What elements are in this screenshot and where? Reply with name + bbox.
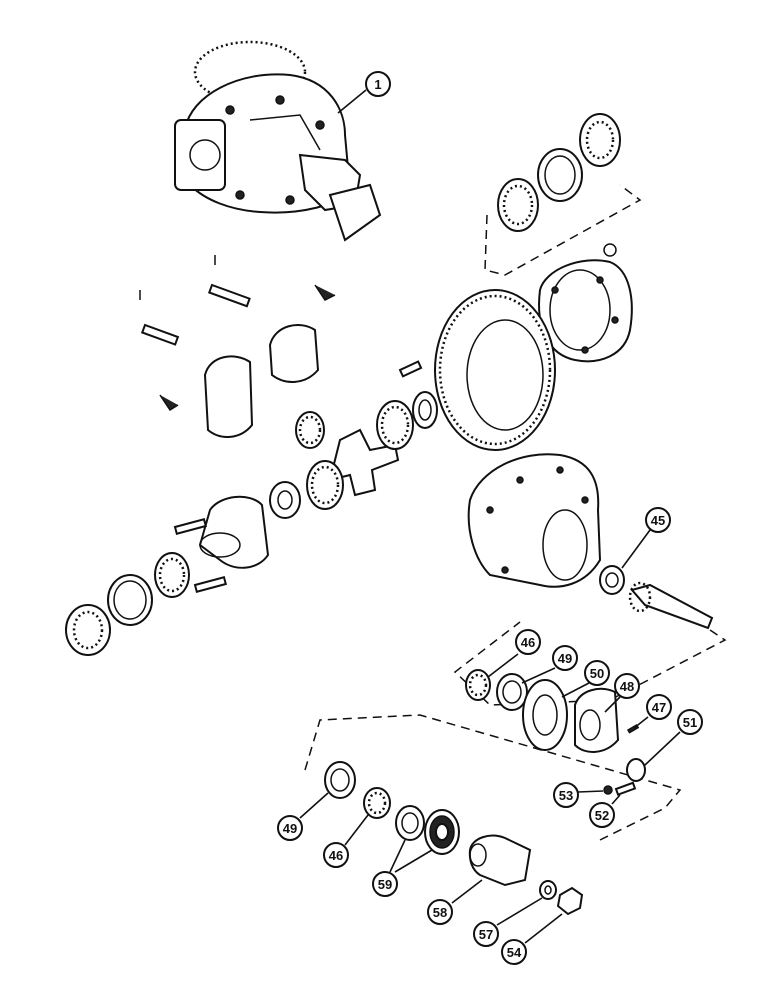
callout-51: 51 [644,709,703,766]
callout-46-lower-label: 46 [329,848,343,863]
callout-47-label: 47 [652,700,666,715]
pinion-group-outline [453,621,727,706]
callout-45-label: 45 [651,513,665,528]
callout-57-label: 57 [479,927,493,942]
callout-50-label: 50 [590,666,604,681]
callout-50: 50 [561,660,610,698]
callout-48: 48 [604,673,640,713]
callout-59-label: 59 [378,877,392,892]
callout-1: 1 [337,71,391,114]
callout-49-upper: 49 [521,645,578,684]
callout-48-label: 48 [620,679,634,694]
callout-53: 53 [553,782,604,808]
callout-59: 59 [372,839,433,897]
callout-52-label: 52 [595,808,609,823]
callout-1-label: 1 [374,77,381,92]
pinion-drawing [599,565,714,630]
callout-46-lower: 46 [323,814,369,868]
callout-58-label: 58 [433,905,447,920]
callout-46-upper: 46 [487,629,541,678]
callout-57: 57 [473,897,543,947]
flange-group-outline [304,714,682,841]
bearing-caps-and-bolts-drawing [139,255,423,438]
left-case-and-bearing-drawing [65,495,270,656]
callout-49-lower: 49 [277,792,329,841]
ring-gear-drawing [412,289,556,451]
callout-54: 54 [501,913,563,965]
callout-47: 47 [633,694,672,729]
callout-46-upper-label: 46 [521,635,535,650]
pinion-bearing-group-drawing [465,669,646,796]
callout-49-lower-label: 49 [283,821,297,836]
callout-45: 45 [621,507,671,569]
callout-49-upper-label: 49 [558,651,572,666]
yoke-group-drawing [324,761,584,916]
callout-51-label: 51 [683,715,697,730]
callout-52: 52 [589,794,621,828]
spider-gears-drawing [269,400,414,519]
callout-54-label: 54 [507,945,522,960]
callout-58: 58 [427,879,483,925]
callout-53-label: 53 [559,788,573,803]
differential-case-half-drawing [538,259,633,363]
carrier-housing-drawing [467,453,602,588]
upper-bearing-set-drawing [484,113,642,276]
carrier-assembly-drawing [174,40,382,242]
